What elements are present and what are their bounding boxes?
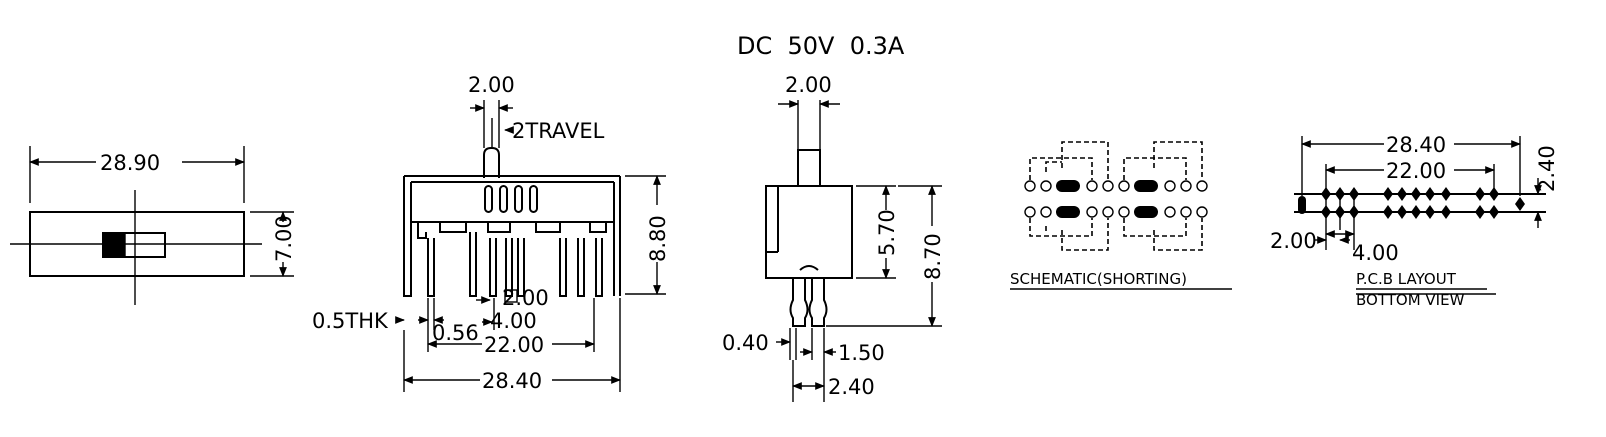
front-actuator-dim: 2.00 bbox=[468, 73, 515, 97]
pcb-pads bbox=[1321, 187, 1525, 219]
pitch-dim: 4.00 bbox=[490, 309, 537, 333]
front-view: 2.00 2TRAVEL bbox=[312, 73, 670, 393]
thickness-dim: 0.5THK bbox=[312, 309, 389, 333]
pin-thickness-dim: 0.40 bbox=[722, 331, 769, 355]
pin-gap-dim: 2.00 bbox=[502, 286, 549, 310]
top-height-dim: 7.00 bbox=[272, 215, 296, 262]
front-length-dim: 28.40 bbox=[482, 369, 542, 393]
pcb-pin-pitch-dim: 2.00 bbox=[1270, 229, 1317, 253]
pcb-subtitle: BOTTOM VIEW bbox=[1356, 291, 1465, 309]
pcb-row-spacing-dim: 2.40 bbox=[1535, 145, 1559, 192]
side-pin-width-dim: 1.50 bbox=[838, 341, 885, 365]
side-actuator-dim: 2.00 bbox=[785, 73, 832, 97]
travel-dim: 2TRAVEL bbox=[512, 119, 605, 143]
pcb-layout-view: 28.40 22.00 bbox=[1270, 133, 1559, 309]
pcb-length-dim: 28.40 bbox=[1386, 133, 1446, 157]
top-view: 28.90 7.00 bbox=[10, 146, 296, 305]
pcb-span-dim: 22.00 bbox=[1386, 159, 1446, 183]
pcb-group-pitch-dim: 4.00 bbox=[1352, 241, 1399, 265]
front-height-dim: 8.80 bbox=[646, 215, 670, 262]
pin-spacing-dim: 2.40 bbox=[828, 375, 875, 399]
pin-width-dim: 0.56 bbox=[432, 321, 479, 345]
body-height-dim: 5.70 bbox=[875, 209, 899, 256]
total-height-dim: 8.70 bbox=[921, 233, 945, 280]
top-width-dim: 28.90 bbox=[100, 151, 160, 175]
schematic-title: SCHEMATIC(SHORTING) bbox=[1010, 270, 1187, 288]
pin-span-dim: 22.00 bbox=[484, 333, 544, 357]
pcb-title: P.C.B LAYOUT bbox=[1356, 270, 1457, 288]
side-view: 2.00 5.70 8.70 0.40 1.50 bbox=[722, 73, 945, 402]
schematic-view: SCHEMATIC(SHORTING) bbox=[1010, 141, 1232, 290]
rating-text: DC 50V 0.3A bbox=[737, 32, 905, 60]
